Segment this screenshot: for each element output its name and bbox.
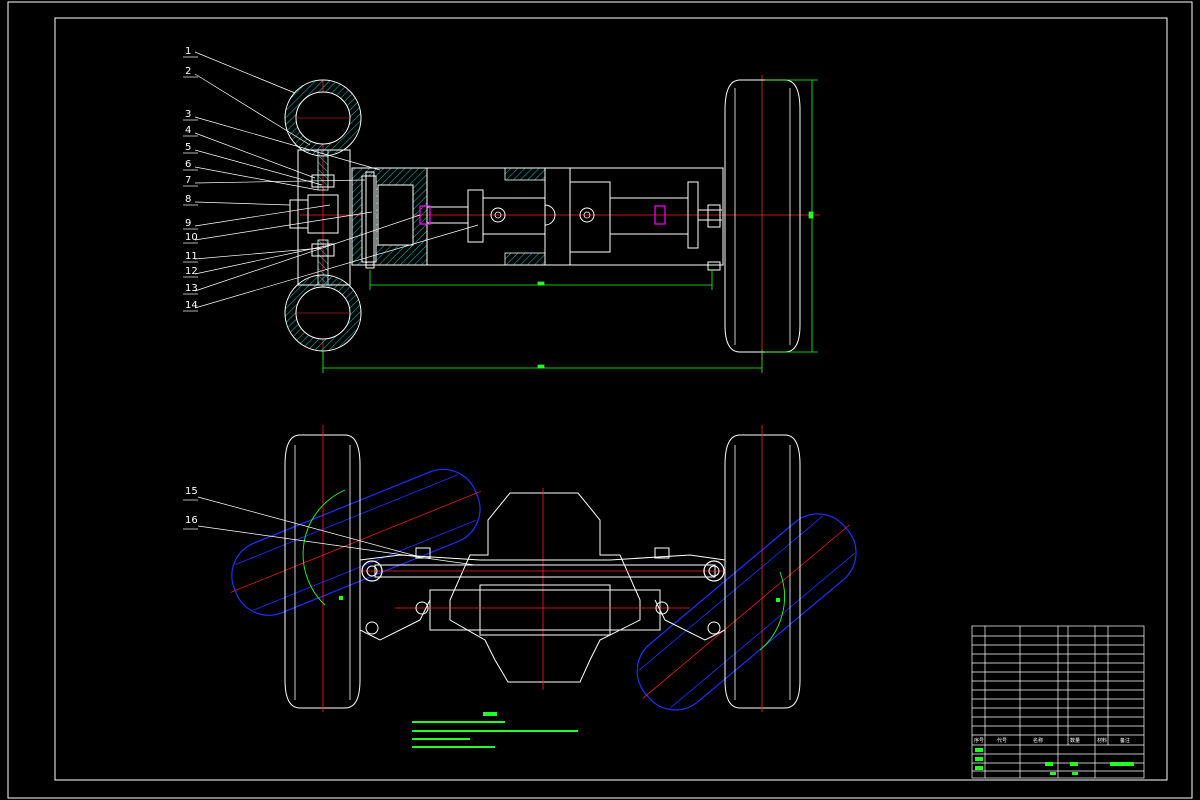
- title-block-green-marks: [975, 748, 1134, 775]
- part-label-6: 6: [185, 159, 191, 170]
- header-remark: 备注: [1120, 737, 1130, 744]
- part-label-2: 2: [185, 66, 191, 77]
- part-label-14: 14: [185, 300, 198, 311]
- part-label-15: 15: [185, 486, 198, 497]
- dimensions-top: [322, 79, 818, 373]
- header-material: 材料: [1097, 737, 1107, 744]
- part-label-8: 8: [185, 194, 191, 205]
- steer-angle-arc-right: [759, 571, 785, 651]
- header-code: 代号: [997, 737, 1007, 744]
- right-wheel-top: [724, 79, 801, 353]
- title-block-header: 序号 代号 名称 数量 材料 备注: [974, 737, 1130, 744]
- part-label-10: 10: [185, 232, 198, 243]
- left-steered-wheel-outline: [230, 468, 482, 616]
- part-label-3: 3: [185, 109, 191, 120]
- part-label-13: 13: [185, 283, 198, 294]
- axle-beam-top: [426, 167, 724, 266]
- left-top-wheel-section: [284, 79, 362, 157]
- part-label-11: 11: [185, 251, 198, 262]
- part-label-1: 1: [185, 46, 191, 57]
- part-number-labels: 1 2 3 4 5 6 7 8 9 10 11 12 13 14 15 16: [185, 46, 198, 526]
- left-wheel-front: [284, 425, 361, 712]
- top-view: [183, 51, 820, 373]
- header-seq: 序号: [974, 737, 984, 744]
- front-view: [183, 425, 857, 712]
- part-label-12: 12: [185, 266, 198, 277]
- title-block: [971, 625, 1145, 779]
- part-label-5: 5: [185, 142, 191, 153]
- axle-housing-outline: [449, 492, 641, 683]
- inner-frame: [54, 17, 1168, 781]
- header-name: 名称: [1033, 737, 1043, 744]
- leader-lines: [183, 51, 479, 312]
- part-label-4: 4: [185, 125, 191, 136]
- outer-frame: [7, 1, 1193, 799]
- part-label-16: 16: [185, 515, 198, 526]
- technical-requirements-notes: [412, 712, 578, 748]
- pin-right: [654, 205, 666, 225]
- part-label-7: 7: [185, 175, 191, 186]
- right-wheel-front: [724, 425, 801, 712]
- left-bottom-wheel-section: [284, 274, 362, 352]
- joint-left-upper: [361, 560, 383, 582]
- header-qty: 数量: [1070, 737, 1080, 744]
- joint-right-upper: [703, 560, 725, 582]
- part-label-9: 9: [185, 218, 191, 229]
- steer-angle-arc-left: [302, 489, 346, 606]
